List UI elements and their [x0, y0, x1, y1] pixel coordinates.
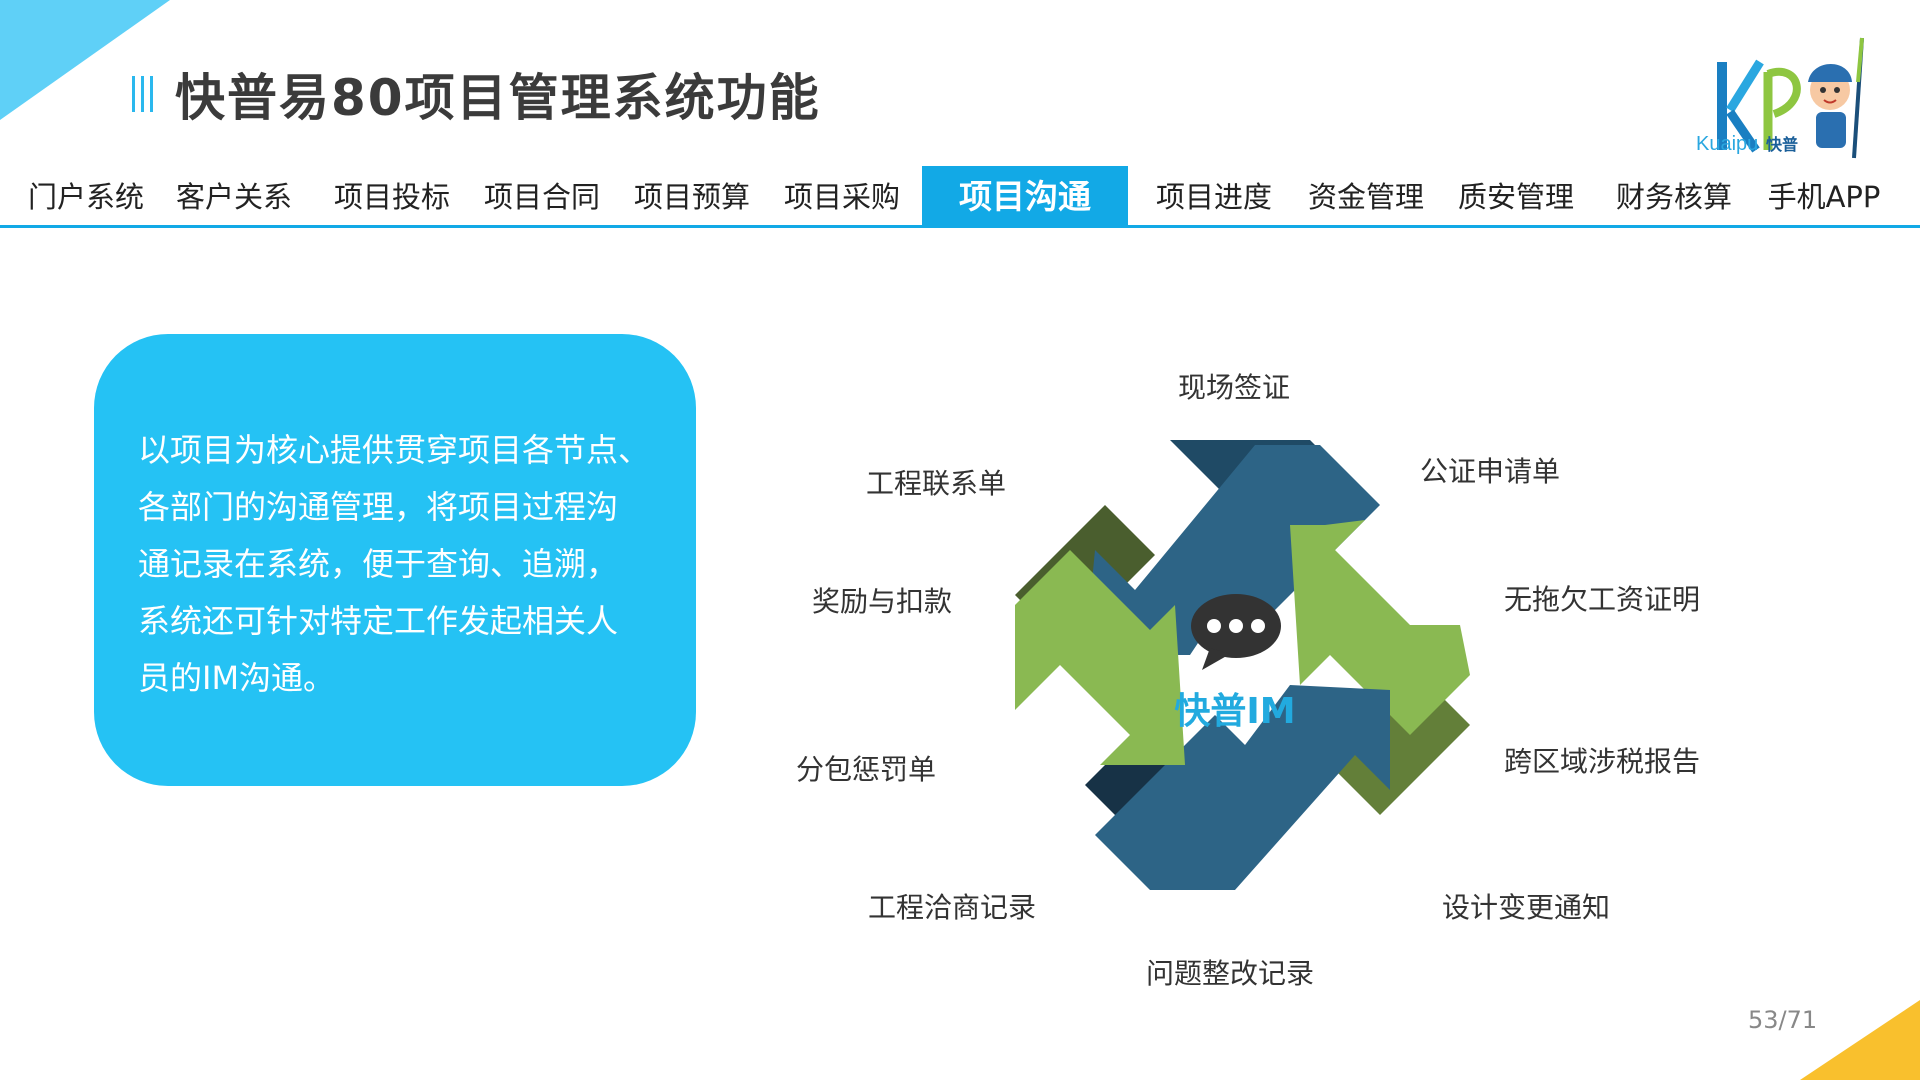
- label-cross-region-tax: 跨区域涉税报告: [1504, 745, 1701, 778]
- nav-item-schedule[interactable]: 项目进度: [1155, 180, 1272, 214]
- arrow-bottom-blue: [1095, 685, 1390, 890]
- module-nav: 门户系统 客户关系 项目投标 项目合同 项目预算 项目采购 项目沟通 项目进度 …: [0, 166, 1920, 228]
- nav-item-finance[interactable]: 财务核算: [1615, 180, 1732, 214]
- logo-text-en: Kuaipu: [1696, 133, 1758, 155]
- nav-item-crm[interactable]: 客户关系: [175, 180, 292, 214]
- description-line: 员的IM沟通。: [138, 659, 336, 697]
- title-bar: 快普易80项目管理系统功能: [132, 64, 821, 127]
- label-rectification-record: 问题整改记录: [1146, 957, 1315, 990]
- label-contact-sheet: 工程联系单: [866, 467, 1007, 500]
- label-design-change: 设计变更通知: [1442, 891, 1611, 924]
- label-notary-application: 公证申请单: [1420, 455, 1561, 488]
- logo-text-cn: 快普: [1766, 135, 1798, 154]
- arrow-right-green: [1290, 520, 1470, 735]
- description-line: 各部门的沟通管理，将项目过程沟: [138, 488, 619, 526]
- cycle-diagram: [1015, 440, 1470, 890]
- title-lines-icon: [132, 76, 153, 112]
- nav-item-bidding[interactable]: 项目投标: [333, 180, 450, 214]
- nav-item-mobile-app[interactable]: 手机APP: [1767, 180, 1881, 214]
- label-negotiation-record: 工程洽商记录: [868, 891, 1037, 924]
- corner-decoration-top-left: [0, 0, 170, 120]
- nav-item-portal[interactable]: 门户系统: [27, 180, 144, 214]
- page-number: 53/71: [1748, 1006, 1818, 1034]
- corner-decoration-bottom-right: [1800, 1000, 1920, 1080]
- arrow-left-green: [1015, 550, 1185, 765]
- description-line: 系统还可针对特定工作发起相关人: [138, 602, 619, 640]
- nav-item-contract[interactable]: 项目合同: [483, 180, 600, 214]
- label-subcontract-penalty: 分包惩罚单: [796, 753, 937, 786]
- description-line: 以项目为核心提供贯穿项目各节点、: [138, 431, 651, 469]
- arrow-top-blue: [1085, 445, 1380, 655]
- nav-item-communication[interactable]: 项目沟通: [922, 166, 1128, 228]
- label-reward-deduction: 奖励与扣款: [812, 585, 953, 618]
- diagram-center-label: 快普IM: [1174, 691, 1296, 732]
- description-box: 以项目为核心提供贯穿项目各节点、 各部门的沟通管理，将项目过程沟 通记录在系统，…: [94, 334, 696, 786]
- description-line: 通记录在系统，便于查询、追溯，: [138, 545, 619, 583]
- label-no-wage-arrears: 无拖欠工资证明: [1504, 583, 1701, 616]
- page-title: 快普易80项目管理系统功能: [175, 69, 821, 127]
- nav-item-budget[interactable]: 项目预算: [633, 180, 750, 214]
- nav-item-funds[interactable]: 资金管理: [1307, 180, 1424, 214]
- nav-item-quality-safety[interactable]: 质安管理: [1457, 180, 1574, 214]
- nav-item-purchase[interactable]: 项目采购: [783, 180, 900, 214]
- label-site-visa: 现场签证: [1178, 371, 1291, 404]
- chat-bubble-icon: [1191, 594, 1281, 670]
- kuaipu-logo: Kuaipu 快普: [1696, 37, 1864, 159]
